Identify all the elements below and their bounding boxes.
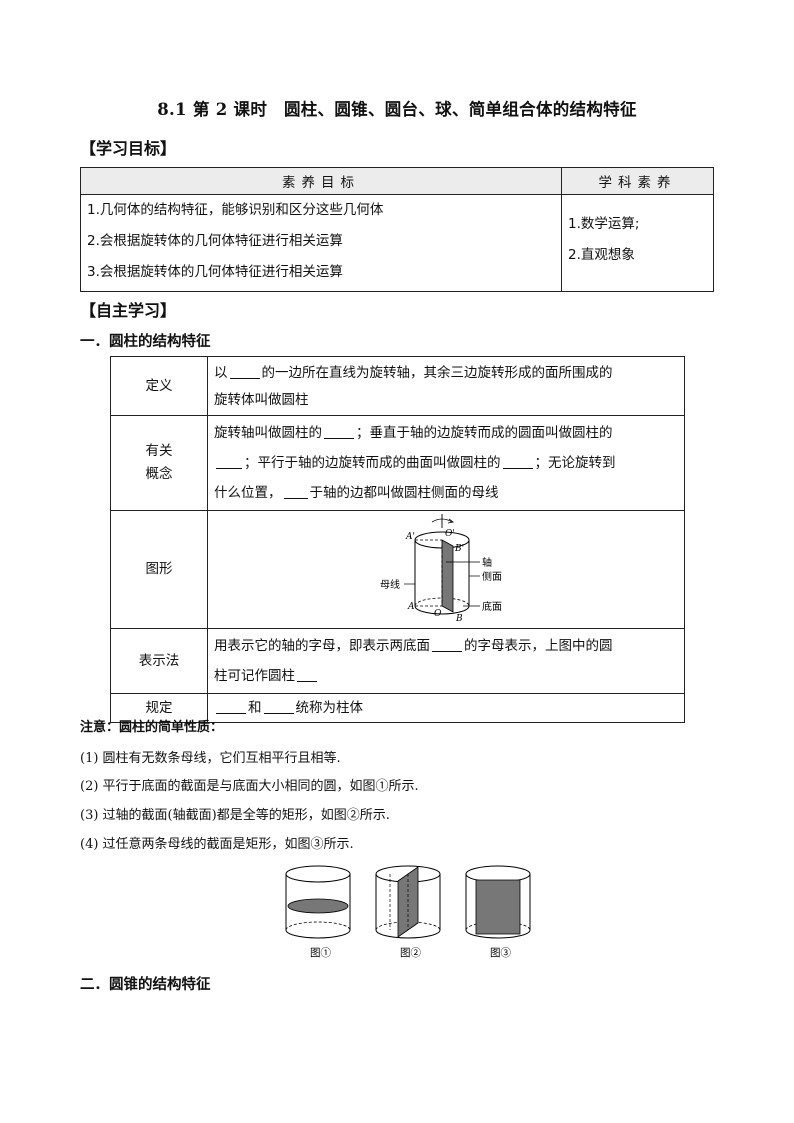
cylinder-table: 定义 以的一边所在直线为旋转轴，其余三边旋转形成的面所围成的 旋转体叫做圆柱 有…: [110, 356, 685, 723]
label-axis: 轴: [482, 556, 492, 569]
figure-cell: A' O' B' A O B 轴 侧面 底面 母线: [207, 510, 685, 629]
cylinder-figure: A' O' B' A O B 轴 侧面 底面 母线: [380, 513, 502, 624]
label-B: B: [455, 614, 463, 624]
label-O-prime: O': [445, 529, 455, 539]
page-title: 8.1 第 2 课时 圆柱、圆锥、圆台、球、简单组合体的结构特征: [157, 100, 637, 119]
goal-item: 2.会根据旋转体的几何体特征进行相关运算: [87, 233, 343, 249]
goals-list: 1.几何体的结构特征，能够识别和区分这些几何体 2.会根据旋转体的几何体特征进行…: [80, 194, 562, 292]
label-base: 底面: [482, 600, 502, 613]
caption-figure-1: 图①: [310, 947, 331, 959]
label-B-prime: B': [454, 544, 464, 554]
blank: [216, 454, 242, 469]
note-item-1: (1) 圆柱有无数条母线，它们互相平行且相等.: [80, 751, 341, 766]
blank: [502, 454, 533, 469]
self-study-heading: 【自主学习】: [80, 301, 177, 320]
note-item-4: (4) 过任意两条母线的截面是矩形，如图③所示.: [80, 837, 354, 852]
figure-label: 图形: [110, 510, 208, 629]
blank: [283, 484, 308, 499]
definition-label: 定义: [110, 356, 208, 416]
notation-label: 表示法: [110, 628, 208, 694]
figure-1-parallel-section: [285, 865, 351, 939]
concept-content: 旋转轴叫做圆柱的；垂直于轴的边旋转而成的圆面叫做圆柱的 ；平行于轴的边旋转而成的…: [207, 415, 685, 511]
caption-figure-3: 图③: [490, 947, 511, 959]
literacy-item: 2.直观想象: [568, 247, 635, 263]
blank: [297, 667, 317, 682]
goal-item: 1.几何体的结构特征，能够识别和区分这些几何体: [87, 202, 384, 218]
learning-goal-heading: 【学习目标】: [80, 139, 177, 158]
notation-content: 用表示它的轴的字母，即表示两底面的字母表示，上图中的圆 柱可记作圆柱: [207, 628, 685, 694]
literacy-item: 1.数学运算;: [568, 216, 640, 232]
rule-label: 规定: [110, 693, 208, 723]
label-A: A: [407, 602, 415, 612]
note-item-3: (3) 过轴的截面(轴截面)都是全等的矩形，如图②所示.: [80, 808, 390, 823]
cylinder-sections-figures: 图① 图② 图③: [285, 865, 531, 959]
blank: [432, 637, 462, 652]
figure-2-axial-section: [375, 865, 441, 939]
notes-title: 注意：圆柱的简单性质：: [80, 720, 224, 735]
section-cylinder-heading: 一．圆柱的结构特征: [80, 334, 211, 350]
label-A-prime: A': [405, 532, 415, 542]
goals-header-subject-literacy: 学科素养: [561, 167, 714, 195]
blank: [324, 424, 354, 439]
concept-label: 有关 概念: [110, 415, 208, 511]
label-lateral-surface: 侧面: [482, 570, 502, 583]
caption-figure-2: 图②: [400, 947, 421, 959]
label-generatrix: 母线: [380, 578, 400, 591]
rule-content: 和统称为柱体: [207, 693, 685, 723]
goals-table: 素养目标 学科素养 1.几何体的结构特征，能够识别和区分这些几何体 2.会根据旋…: [80, 167, 714, 292]
label-O: O: [434, 609, 442, 619]
section-cone-heading: 二．圆锥的结构特征: [80, 977, 211, 993]
blank: [216, 699, 246, 714]
blank: [263, 699, 294, 714]
blank: [229, 364, 260, 379]
goal-item: 3.会根据旋转体的几何体特征进行相关运算: [87, 264, 343, 280]
literacy-list: 1.数学运算; 2.直观想象: [561, 194, 714, 292]
goals-header-literacy-goal: 素养目标: [80, 167, 562, 195]
definition-content: 以的一边所在直线为旋转轴，其余三边旋转形成的面所围成的 旋转体叫做圆柱: [207, 356, 685, 416]
figure-3-generatrix-section: [465, 865, 531, 939]
note-item-2: (2) 平行于底面的截面是与底面大小相同的圆，如图①所示.: [80, 779, 419, 794]
